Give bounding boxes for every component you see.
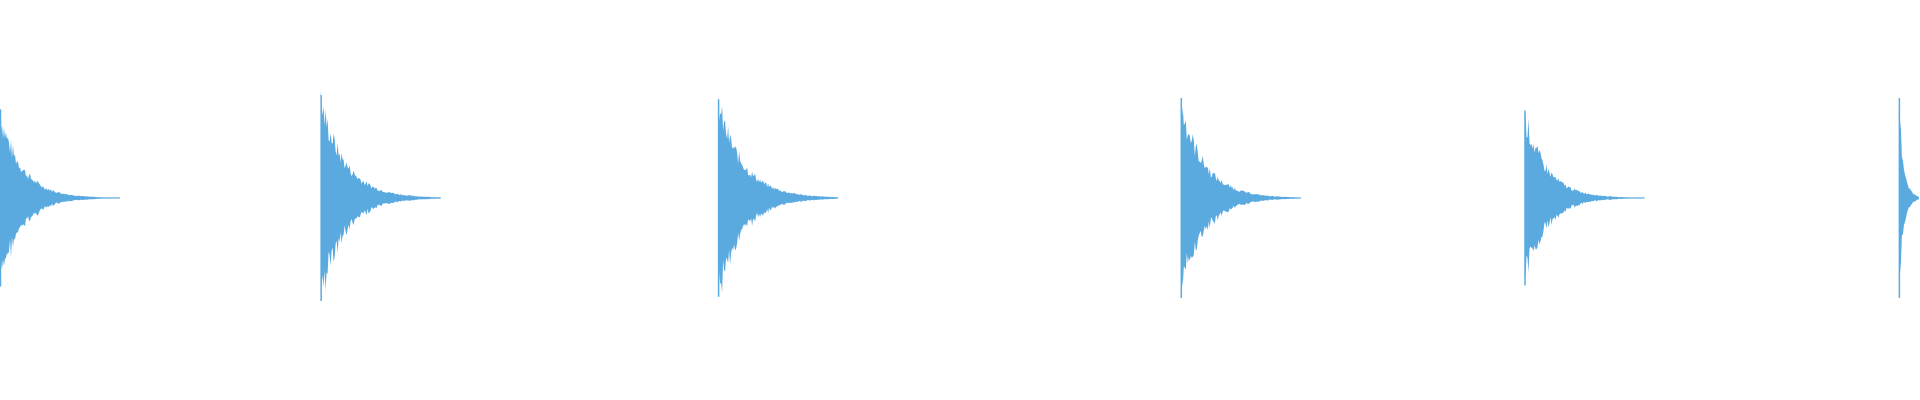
transient-envelope xyxy=(1898,108,1919,283)
transient-6 xyxy=(1898,98,1919,298)
transient-1 xyxy=(0,109,120,287)
transient-envelope xyxy=(1180,96,1301,298)
transient-envelope xyxy=(320,90,441,296)
transient-3 xyxy=(717,99,839,297)
transient-2 xyxy=(320,90,441,301)
transient-4 xyxy=(1180,96,1301,298)
transient-envelope xyxy=(0,116,120,279)
transient-envelope xyxy=(718,99,839,293)
transient-envelope xyxy=(1524,110,1645,281)
transient-5 xyxy=(1524,110,1645,286)
